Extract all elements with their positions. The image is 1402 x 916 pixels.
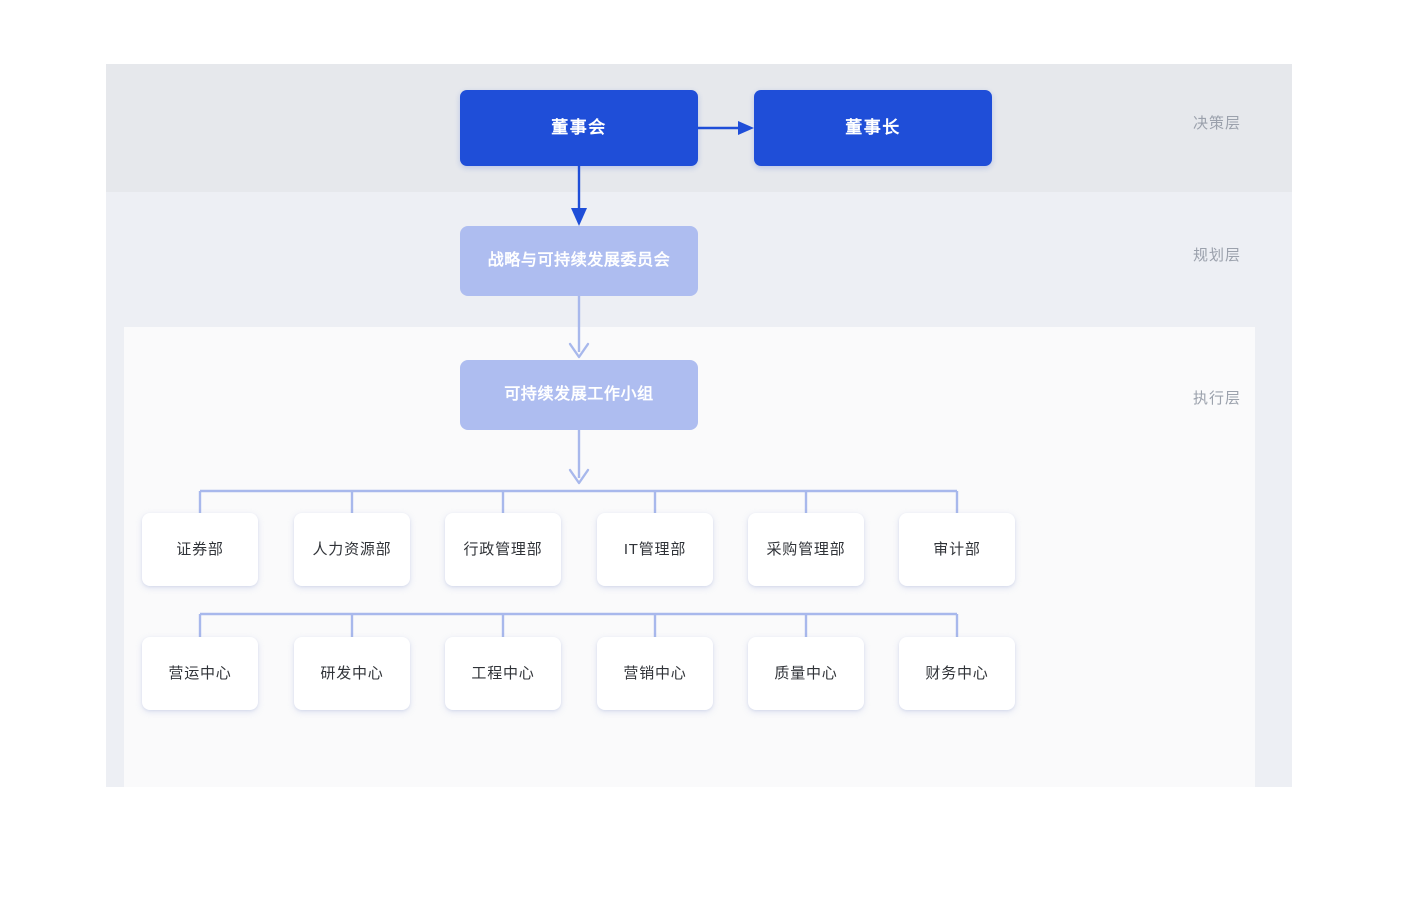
layer-label-planning: 规划层 [1192, 247, 1241, 264]
center-box-1[interactable]: 营运中心 [142, 637, 258, 710]
department-box-6[interactable]: 审计部 [899, 513, 1015, 586]
node-strategy-sustainability-committee[interactable]: 战略与可持续发展委员会 [460, 226, 698, 296]
center-box-3[interactable]: 工程中心 [445, 637, 561, 710]
department-box-5[interactable]: 采购管理部 [748, 513, 864, 586]
department-box-1[interactable]: 证券部 [142, 513, 258, 586]
layer-label-decision: 决策层 [1192, 115, 1241, 132]
layer-label-execution: 执行层 [1192, 390, 1241, 407]
center-box-6[interactable]: 财务中心 [899, 637, 1015, 710]
node-sustainability-workgroup[interactable]: 可持续发展工作小组 [460, 360, 698, 430]
node-chairman[interactable]: 董事长 [754, 90, 992, 166]
center-box-2[interactable]: 研发中心 [294, 637, 410, 710]
node-board[interactable]: 董事会 [460, 90, 698, 166]
center-box-4[interactable]: 营销中心 [597, 637, 713, 710]
department-box-3[interactable]: 行政管理部 [445, 513, 561, 586]
layer-band-planning [106, 192, 1292, 327]
department-box-4[interactable]: IT管理部 [597, 513, 713, 586]
department-box-2[interactable]: 人力资源部 [294, 513, 410, 586]
center-box-5[interactable]: 质量中心 [748, 637, 864, 710]
